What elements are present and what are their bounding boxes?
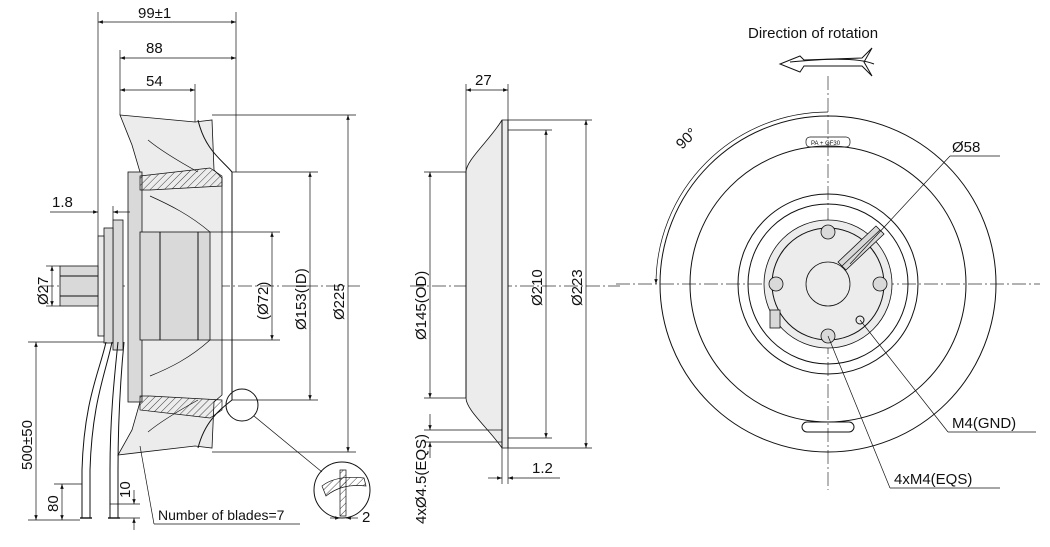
rotation-arrow: [789, 58, 875, 65]
dim-detail-gap: 2: [362, 509, 370, 526]
dim-ring-thickness: 1.2: [532, 460, 553, 477]
dim-outer-diameter: Ø225: [331, 283, 348, 320]
shaft-center: [805, 261, 851, 307]
dim-shaft-diameter: Ø27: [35, 277, 52, 305]
screw-left: [768, 276, 784, 292]
rotation-label: Direction of rotation: [748, 25, 878, 42]
dim-ring-depth: 27: [475, 72, 492, 89]
dim-impeller-length: 88: [146, 40, 163, 57]
dim-strip-length: 80: [45, 495, 62, 512]
ground-hole: [855, 315, 865, 325]
angle-label: 90°: [673, 125, 701, 153]
front-view: PA + GF30 90° Direction of rotation Ø58 …: [616, 25, 1040, 490]
dim-ring-outer: Ø223: [569, 269, 586, 306]
dim-motor-length: 54: [146, 73, 163, 90]
dim-inlet-id: Ø153(ID): [293, 268, 310, 330]
backplate-circle: [737, 193, 919, 375]
blades-note: Number of blades=7: [158, 507, 285, 523]
dim-overall-length: 99±1: [138, 5, 171, 22]
dim-wire-strip: 10: [117, 481, 134, 498]
label-slot: [801, 421, 855, 433]
screw-right: [872, 276, 888, 292]
material-mark: PA + GF30: [811, 141, 841, 147]
dim-holes: 4xØ4.5(EQS): [413, 434, 430, 524]
dim-cable-length: 500±50: [19, 420, 36, 470]
hub-diameter: Ø58: [952, 139, 980, 156]
dim-hub-diameter: (Ø72): [255, 282, 272, 320]
side-view: 99±1 88 54 1.8 Ø27 (Ø72) Ø153(ID) Ø225: [19, 5, 371, 530]
mount-threads: 4xM4(EQS): [894, 471, 972, 488]
dim-bolt-circle: Ø210: [529, 269, 546, 306]
screw-top: [820, 224, 836, 240]
detail-view: [313, 461, 371, 519]
inlet-ring-view: 27 Ø145(OD) Ø210 Ø223 4xØ4.5(EQS) 1.2: [410, 72, 620, 524]
outer-ring-circle: [659, 115, 997, 453]
ground-thread: M4(GND): [952, 415, 1016, 432]
dim-ring-od: Ø145(OD): [413, 271, 430, 340]
dim-flange-thickness: 1.8: [52, 194, 73, 211]
detail-marker: [225, 388, 259, 422]
